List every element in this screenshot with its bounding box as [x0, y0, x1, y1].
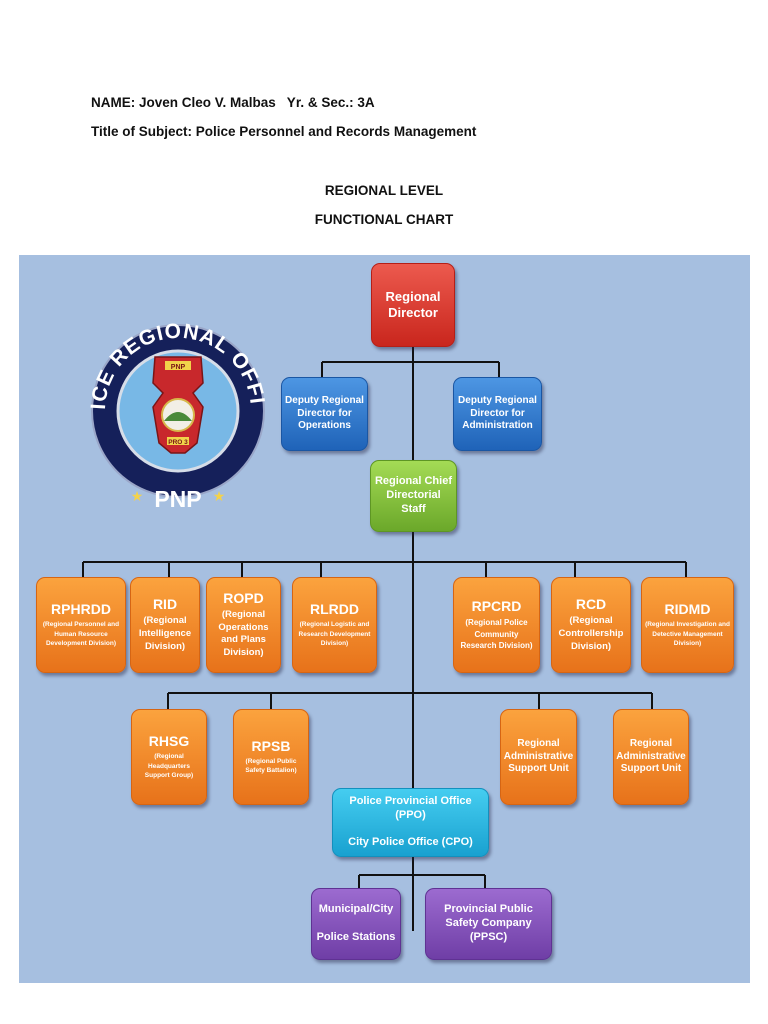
rpsb-abbr: RPSB — [251, 738, 291, 755]
regional-admin-support-unit-1-label: Regional Administrative Support Unit — [503, 738, 574, 775]
seal-badge-bottom-text: PRO 3 — [168, 439, 188, 446]
ropd-full: (Regional Operations and Plans Division) — [218, 608, 269, 659]
rlrdd-box: RLRDD (Regional Logistic and Research De… — [292, 577, 377, 673]
rhsg-box: RHSG (Regional Headquarters Support Grou… — [131, 709, 207, 805]
rcd-box: RCD (Regional Controllership Division) — [551, 577, 631, 673]
rlrdd-abbr: RLRDD — [310, 601, 359, 618]
rhsg-abbr: RHSG — [148, 733, 190, 750]
header-subject-line: Title of Subject: Police Personnel and R… — [91, 124, 477, 139]
ppsc-label: Provincial Public Safety Company (PPSC) — [444, 903, 533, 943]
municipal-stations-line2: Police Stations — [316, 931, 396, 943]
cpo-label: City Police Office (CPO) — [348, 836, 473, 849]
rpcrd-full: (Regional Police Community Research Divi… — [460, 618, 533, 651]
municipal-stations-line1: Municipal/City — [318, 903, 394, 916]
rpsb-full: (Regional Public Safety Battalion) — [245, 757, 297, 775]
rphrdd-box: RPHRDD (Regional Personnel and Human Res… — [36, 577, 126, 673]
seal-star-right-icon: ★ — [213, 488, 226, 504]
rid-box: RID (Regional Intelligence Division) — [130, 577, 200, 673]
municipal-police-stations-box: Municipal/City Police Stations — [311, 888, 401, 960]
ridmd-abbr: RIDMD — [664, 601, 711, 618]
org-chart: POLICE REGIONAL OFFICE 3 PNP ★ ★ PNP PRO… — [19, 255, 750, 983]
rlrdd-full: (Regional Logistic and Research Developm… — [298, 621, 371, 648]
regional-director-label: Regional Director — [385, 288, 441, 320]
regional-admin-support-unit-2-box: Regional Administrative Support Unit — [613, 709, 689, 805]
chart-title-line2: FUNCTIONAL CHART — [314, 212, 454, 227]
seal-bottom-text: PNP — [154, 486, 201, 512]
ppsc-box: Provincial Public Safety Company (PPSC) — [425, 888, 552, 960]
rhsg-full: (Regional Headquarters Support Group) — [144, 753, 194, 780]
deputy-operations-box: Deputy Regional Director for Operations — [281, 377, 368, 451]
deputy-operations-label: Deputy Regional Director for Operations — [285, 395, 364, 432]
ridmd-full: (Regional Investigation and Detective Ma… — [645, 621, 730, 648]
ropd-box: ROPD (Regional Operations and Plans Divi… — [206, 577, 281, 673]
rid-full: (Regional Intelligence Division) — [138, 615, 192, 652]
rcd-abbr: RCD — [575, 596, 607, 613]
seal-badge-icon: PNP PRO 3 — [152, 356, 204, 454]
regional-director-box: Regional Director — [371, 263, 455, 347]
police-regional-office-3-seal: POLICE REGIONAL OFFICE 3 PNP ★ ★ PNP PRO… — [89, 275, 267, 512]
ppo-cpo-box: Police Provincial Office (PPO) City Poli… — [332, 788, 489, 857]
rpsb-box: RPSB (Regional Public Safety Battalion) — [233, 709, 309, 805]
seal-badge-top-text: PNP — [171, 364, 186, 371]
rid-abbr: RID — [152, 596, 178, 613]
rcd-full: (Regional Controllership Division) — [558, 615, 624, 652]
ppo-label: Police Provincial Office (PPO) — [349, 794, 472, 821]
rpcrd-abbr: RPCRD — [471, 598, 522, 615]
regional-admin-support-unit-2-label: Regional Administrative Support Unit — [616, 738, 686, 775]
chart-title-line1: REGIONAL LEVEL — [324, 183, 444, 198]
rpcrd-box: RPCRD (Regional Police Community Researc… — [453, 577, 540, 673]
ropd-abbr: ROPD — [223, 589, 264, 606]
chief-directorial-staff-box: Regional Chief Directorial Staff — [370, 460, 457, 532]
ridmd-box: RIDMD (Regional Investigation and Detect… — [641, 577, 734, 673]
rphrdd-abbr: RPHRDD — [51, 601, 111, 618]
deputy-administration-box: Deputy Regional Director for Administrat… — [453, 377, 542, 451]
seal-star-left-icon: ★ — [131, 488, 144, 504]
chief-directorial-staff-label: Regional Chief Directorial Staff — [374, 475, 452, 515]
regional-admin-support-unit-1-box: Regional Administrative Support Unit — [500, 709, 577, 805]
header-name-line: NAME: Joven Cleo V. Malbas Yr. & Sec.: 3… — [91, 95, 375, 110]
rphrdd-full: (Regional Personnel and Human Resource D… — [42, 621, 120, 648]
deputy-administration-label: Deputy Regional Director for Administrat… — [458, 395, 537, 432]
